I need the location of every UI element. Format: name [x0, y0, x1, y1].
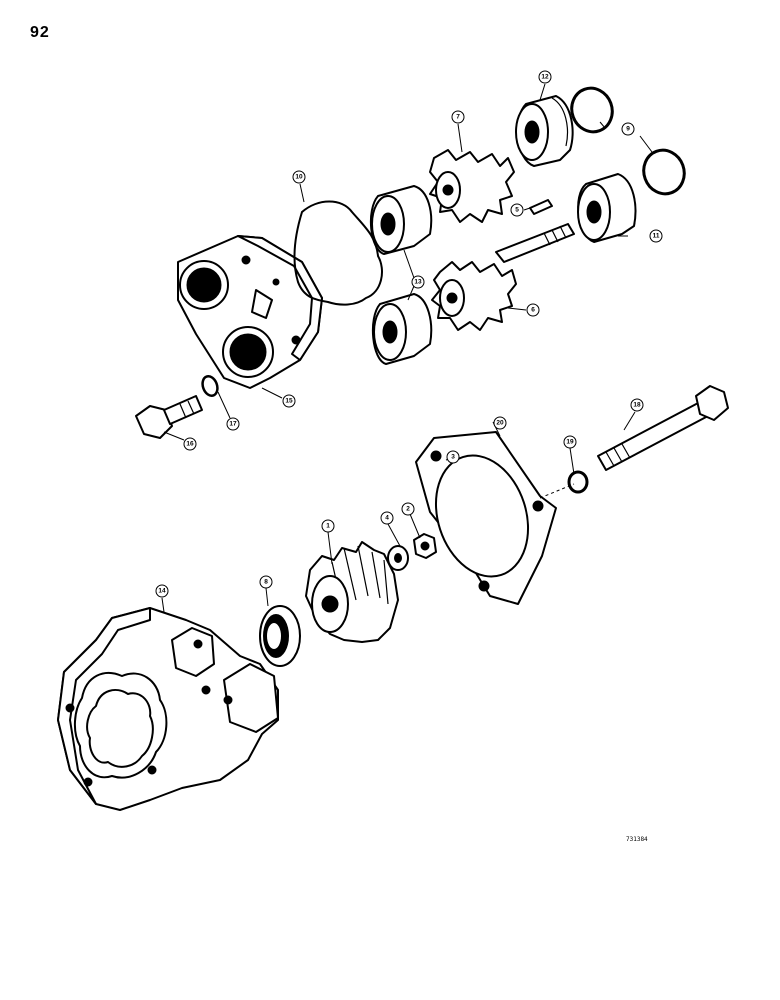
- key-5: [529, 199, 553, 215]
- svg-text:5: 5: [515, 207, 519, 214]
- callout-4: 4: [380, 511, 394, 525]
- svg-text:7: 7: [456, 114, 460, 121]
- helical-gear-1: [305, 541, 399, 643]
- pump-body-14: [57, 607, 279, 811]
- nut-2: [413, 533, 437, 559]
- svg-text:12: 12: [541, 74, 549, 81]
- callout-5: 5: [510, 203, 524, 217]
- callout-20: 20: [493, 416, 507, 430]
- figure-code: 731384: [626, 836, 648, 843]
- callout-16: 16: [183, 437, 197, 451]
- callout-9: 9: [621, 122, 635, 136]
- callout-17: 17: [226, 417, 240, 431]
- gasket-10: [293, 200, 383, 306]
- svg-text:8: 8: [264, 579, 268, 586]
- o-ring-9-lower: [642, 148, 686, 196]
- svg-text:9: 9: [626, 126, 630, 133]
- svg-text:18: 18: [633, 402, 641, 409]
- svg-text:19: 19: [566, 439, 574, 446]
- callout-19: 19: [563, 435, 577, 449]
- svg-text:10: 10: [295, 174, 303, 181]
- callout-6: 6: [526, 303, 540, 317]
- cover-housing-15: [177, 235, 323, 389]
- washer-4: [387, 545, 409, 571]
- callout-18: 18: [630, 398, 644, 412]
- callout-14: 14: [155, 584, 169, 598]
- mounting-flange-20: [415, 431, 557, 605]
- oil-seal-8: [259, 605, 301, 667]
- svg-text:15: 15: [285, 398, 293, 405]
- svg-text:1: 1: [326, 523, 330, 530]
- svg-text:4: 4: [385, 515, 389, 522]
- washer-17: [201, 375, 219, 397]
- svg-text:16: 16: [186, 441, 194, 448]
- leader-lines: [161, 83, 653, 613]
- svg-text:6: 6: [531, 307, 535, 314]
- callout-1: 1: [321, 519, 335, 533]
- cap-screw-16: [135, 395, 203, 439]
- callout-12: 12: [538, 70, 552, 84]
- bushing-12: [515, 95, 574, 167]
- callout-2: 2: [401, 502, 415, 516]
- svg-text:3: 3: [451, 454, 455, 461]
- idler-gear-7: [429, 149, 515, 223]
- drive-gear-shaft-6: [431, 223, 575, 331]
- svg-text:13: 13: [414, 279, 422, 286]
- callout-10: 10: [292, 170, 306, 184]
- callout-15: 15: [282, 394, 296, 408]
- svg-text:14: 14: [158, 588, 166, 595]
- bearing-13-upper: [369, 185, 433, 255]
- svg-text:11: 11: [653, 233, 660, 240]
- svg-text:17: 17: [229, 421, 237, 428]
- lock-washer-19: [567, 470, 589, 494]
- callout-13: 13: [411, 275, 425, 289]
- bearing-13-lower: [371, 293, 433, 365]
- o-ring-9-upper: [570, 86, 614, 134]
- svg-text:20: 20: [496, 420, 504, 427]
- callout-7: 7: [451, 110, 465, 124]
- callout-3: 3: [446, 450, 460, 464]
- page-number: 92: [30, 24, 50, 41]
- callout-11: 11: [649, 229, 663, 243]
- callout-8: 8: [259, 575, 273, 589]
- svg-text:2: 2: [406, 506, 410, 513]
- bushing-11: [577, 173, 637, 243]
- bolt-18: [597, 385, 729, 471]
